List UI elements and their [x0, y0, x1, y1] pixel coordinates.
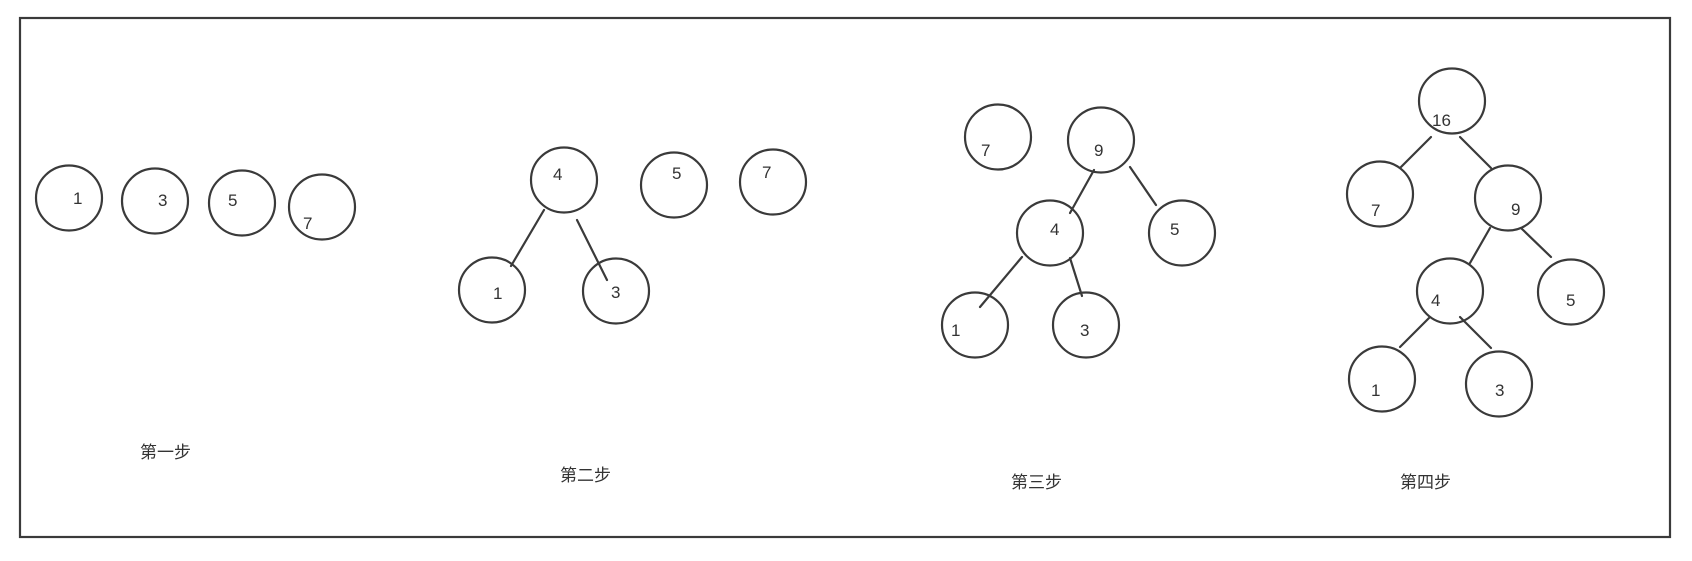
node-label-7: 7	[1371, 201, 1380, 220]
node-5	[639, 151, 709, 219]
node-label-3: 3	[1080, 321, 1089, 340]
node-label-4: 4	[553, 165, 562, 184]
edge-4-to-3	[1458, 315, 1493, 350]
node-label-9: 9	[1511, 200, 1520, 219]
step-4-tree: 16 7 9 4 5 1 3	[1345, 67, 1606, 418]
node-label-1: 1	[951, 321, 960, 340]
edge-9-to-5	[1520, 227, 1553, 259]
node-7	[738, 148, 808, 216]
node-9	[1473, 164, 1543, 232]
node-5	[1536, 258, 1606, 326]
node-9	[1066, 106, 1136, 174]
edge-9-to-4	[1068, 168, 1096, 215]
edge-16-to-7	[1399, 135, 1433, 169]
node-label-5: 5	[1170, 220, 1179, 239]
node-label-1: 1	[73, 189, 82, 208]
steps-layer: 1 3 5 7 4 5 7 1 3 7 9 4 5 1 3 16 7 9 4 5 1 3	[34, 67, 1606, 418]
node-7	[963, 103, 1033, 171]
node-label-7: 7	[762, 163, 771, 182]
edge-9-to-5	[1128, 165, 1158, 207]
node-1	[457, 256, 527, 324]
node-label-5: 5	[1566, 291, 1575, 310]
edge-4-to-1	[978, 255, 1024, 309]
edge-9-to-4	[1468, 226, 1492, 265]
step-label-2: 第二步	[560, 466, 611, 486]
edge-4-to-1	[1398, 316, 1431, 349]
node-label-16: 16	[1432, 111, 1451, 130]
edge-4-to-3	[575, 218, 609, 282]
node-5	[1147, 199, 1217, 267]
step-2-tree: 4 5 7 1 3	[457, 146, 808, 325]
node-3	[120, 167, 190, 235]
node-label-1: 1	[493, 284, 502, 303]
node-1	[940, 291, 1010, 359]
step-label-3: 第三步	[1011, 473, 1062, 493]
node-4	[1415, 257, 1485, 325]
node-label-4: 4	[1050, 220, 1059, 239]
node-3	[1051, 291, 1121, 359]
node-label-7: 7	[981, 141, 990, 160]
node-label-7: 7	[303, 214, 312, 233]
step-label-4: 第四步	[1400, 473, 1451, 493]
node-label-3: 3	[158, 191, 167, 210]
node-4	[529, 146, 599, 214]
node-5	[207, 169, 277, 237]
node-1	[34, 164, 104, 232]
node-16	[1417, 67, 1487, 135]
step-1-tree: 1 3 5 7	[34, 164, 357, 241]
step-label-1: 第一步	[140, 443, 191, 463]
node-label-5: 5	[228, 191, 237, 210]
node-label-3: 3	[1495, 381, 1504, 400]
node-7	[1345, 160, 1415, 228]
node-label-9: 9	[1094, 141, 1103, 160]
node-label-3: 3	[611, 283, 620, 302]
node-4	[1015, 199, 1085, 267]
node-3	[581, 257, 651, 325]
node-label-1: 1	[1371, 381, 1380, 400]
node-label-4: 4	[1431, 291, 1440, 310]
step-3-tree: 7 9 4 5 1 3	[940, 103, 1217, 359]
node-1	[1347, 345, 1417, 413]
node-7	[287, 173, 357, 241]
edge-16-to-9	[1458, 135, 1493, 170]
edge-4-to-3	[1068, 256, 1084, 298]
edge-4-to-1	[509, 208, 546, 268]
node-3	[1464, 350, 1534, 418]
node-label-5: 5	[672, 164, 681, 183]
diagram-frame	[18, 16, 1672, 539]
